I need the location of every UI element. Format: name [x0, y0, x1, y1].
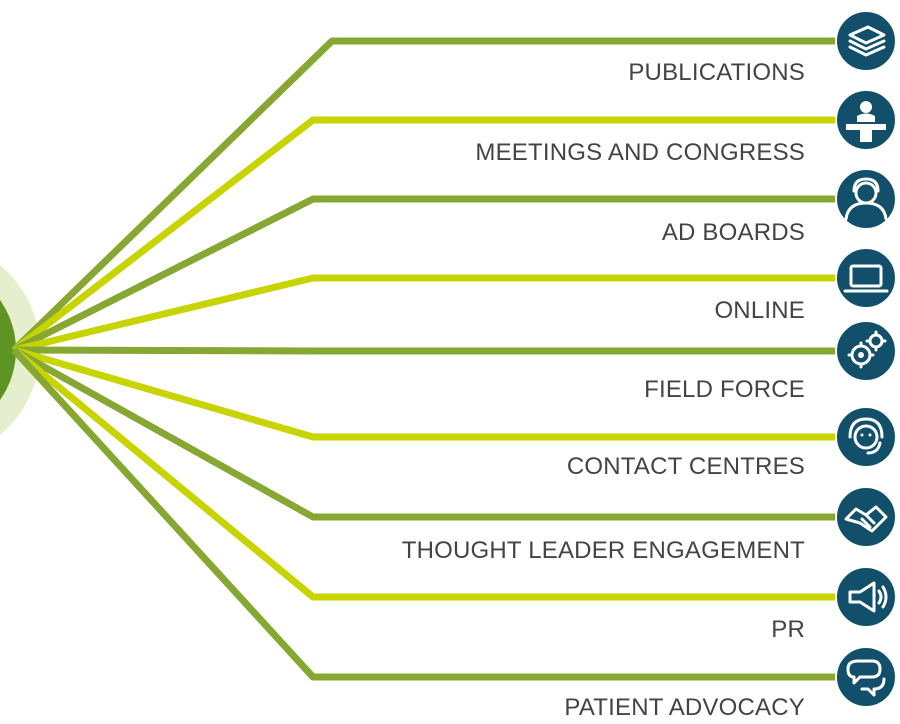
laptop-icon — [835, 247, 897, 309]
connector-line-field-force — [13, 346, 838, 355]
stacked-papers-icon — [835, 10, 897, 72]
megaphone-icon — [835, 566, 897, 628]
connector-line-thought-leader-engagement — [12, 346, 838, 521]
channel-label-online: ONLINE — [714, 297, 805, 324]
channel-label-field-force: FIELD FORCE — [644, 376, 805, 403]
hub-inner-disc — [0, 300, 16, 400]
connector-line-ad-boards — [12, 195, 838, 354]
channel-label-meetings-and-congress: MEETINGS AND CONGRESS — [475, 139, 805, 166]
channel-label-ad-boards: AD BOARDS — [661, 219, 805, 246]
channel-label-thought-leader-engagement: THOUGHT LEADER ENGAGEMENT — [401, 537, 805, 564]
connector-line-publications — [11, 37, 838, 353]
channel-label-patient-advocacy: PATIENT ADVOCACY — [564, 694, 805, 721]
speech-bubbles-icon — [835, 646, 897, 708]
gears-icon — [835, 320, 897, 382]
channel-label-contact-centres: CONTACT CENTRES — [566, 453, 805, 480]
channel-label-pr: PR — [771, 616, 805, 643]
connector-line-pr — [11, 347, 838, 601]
connector-line-contact-centres — [13, 346, 838, 441]
handshake-icon — [835, 486, 897, 548]
channel-label-publications: PUBLICATIONS — [628, 59, 805, 86]
call-centre-agent-icon — [835, 406, 897, 468]
connector-line-meetings-and-congress — [11, 116, 838, 353]
connector-line-patient-advocacy — [11, 347, 838, 681]
speaker-podium-icon — [835, 89, 897, 151]
connector-line-online — [13, 274, 838, 354]
person-with-headset-icon — [835, 168, 897, 230]
